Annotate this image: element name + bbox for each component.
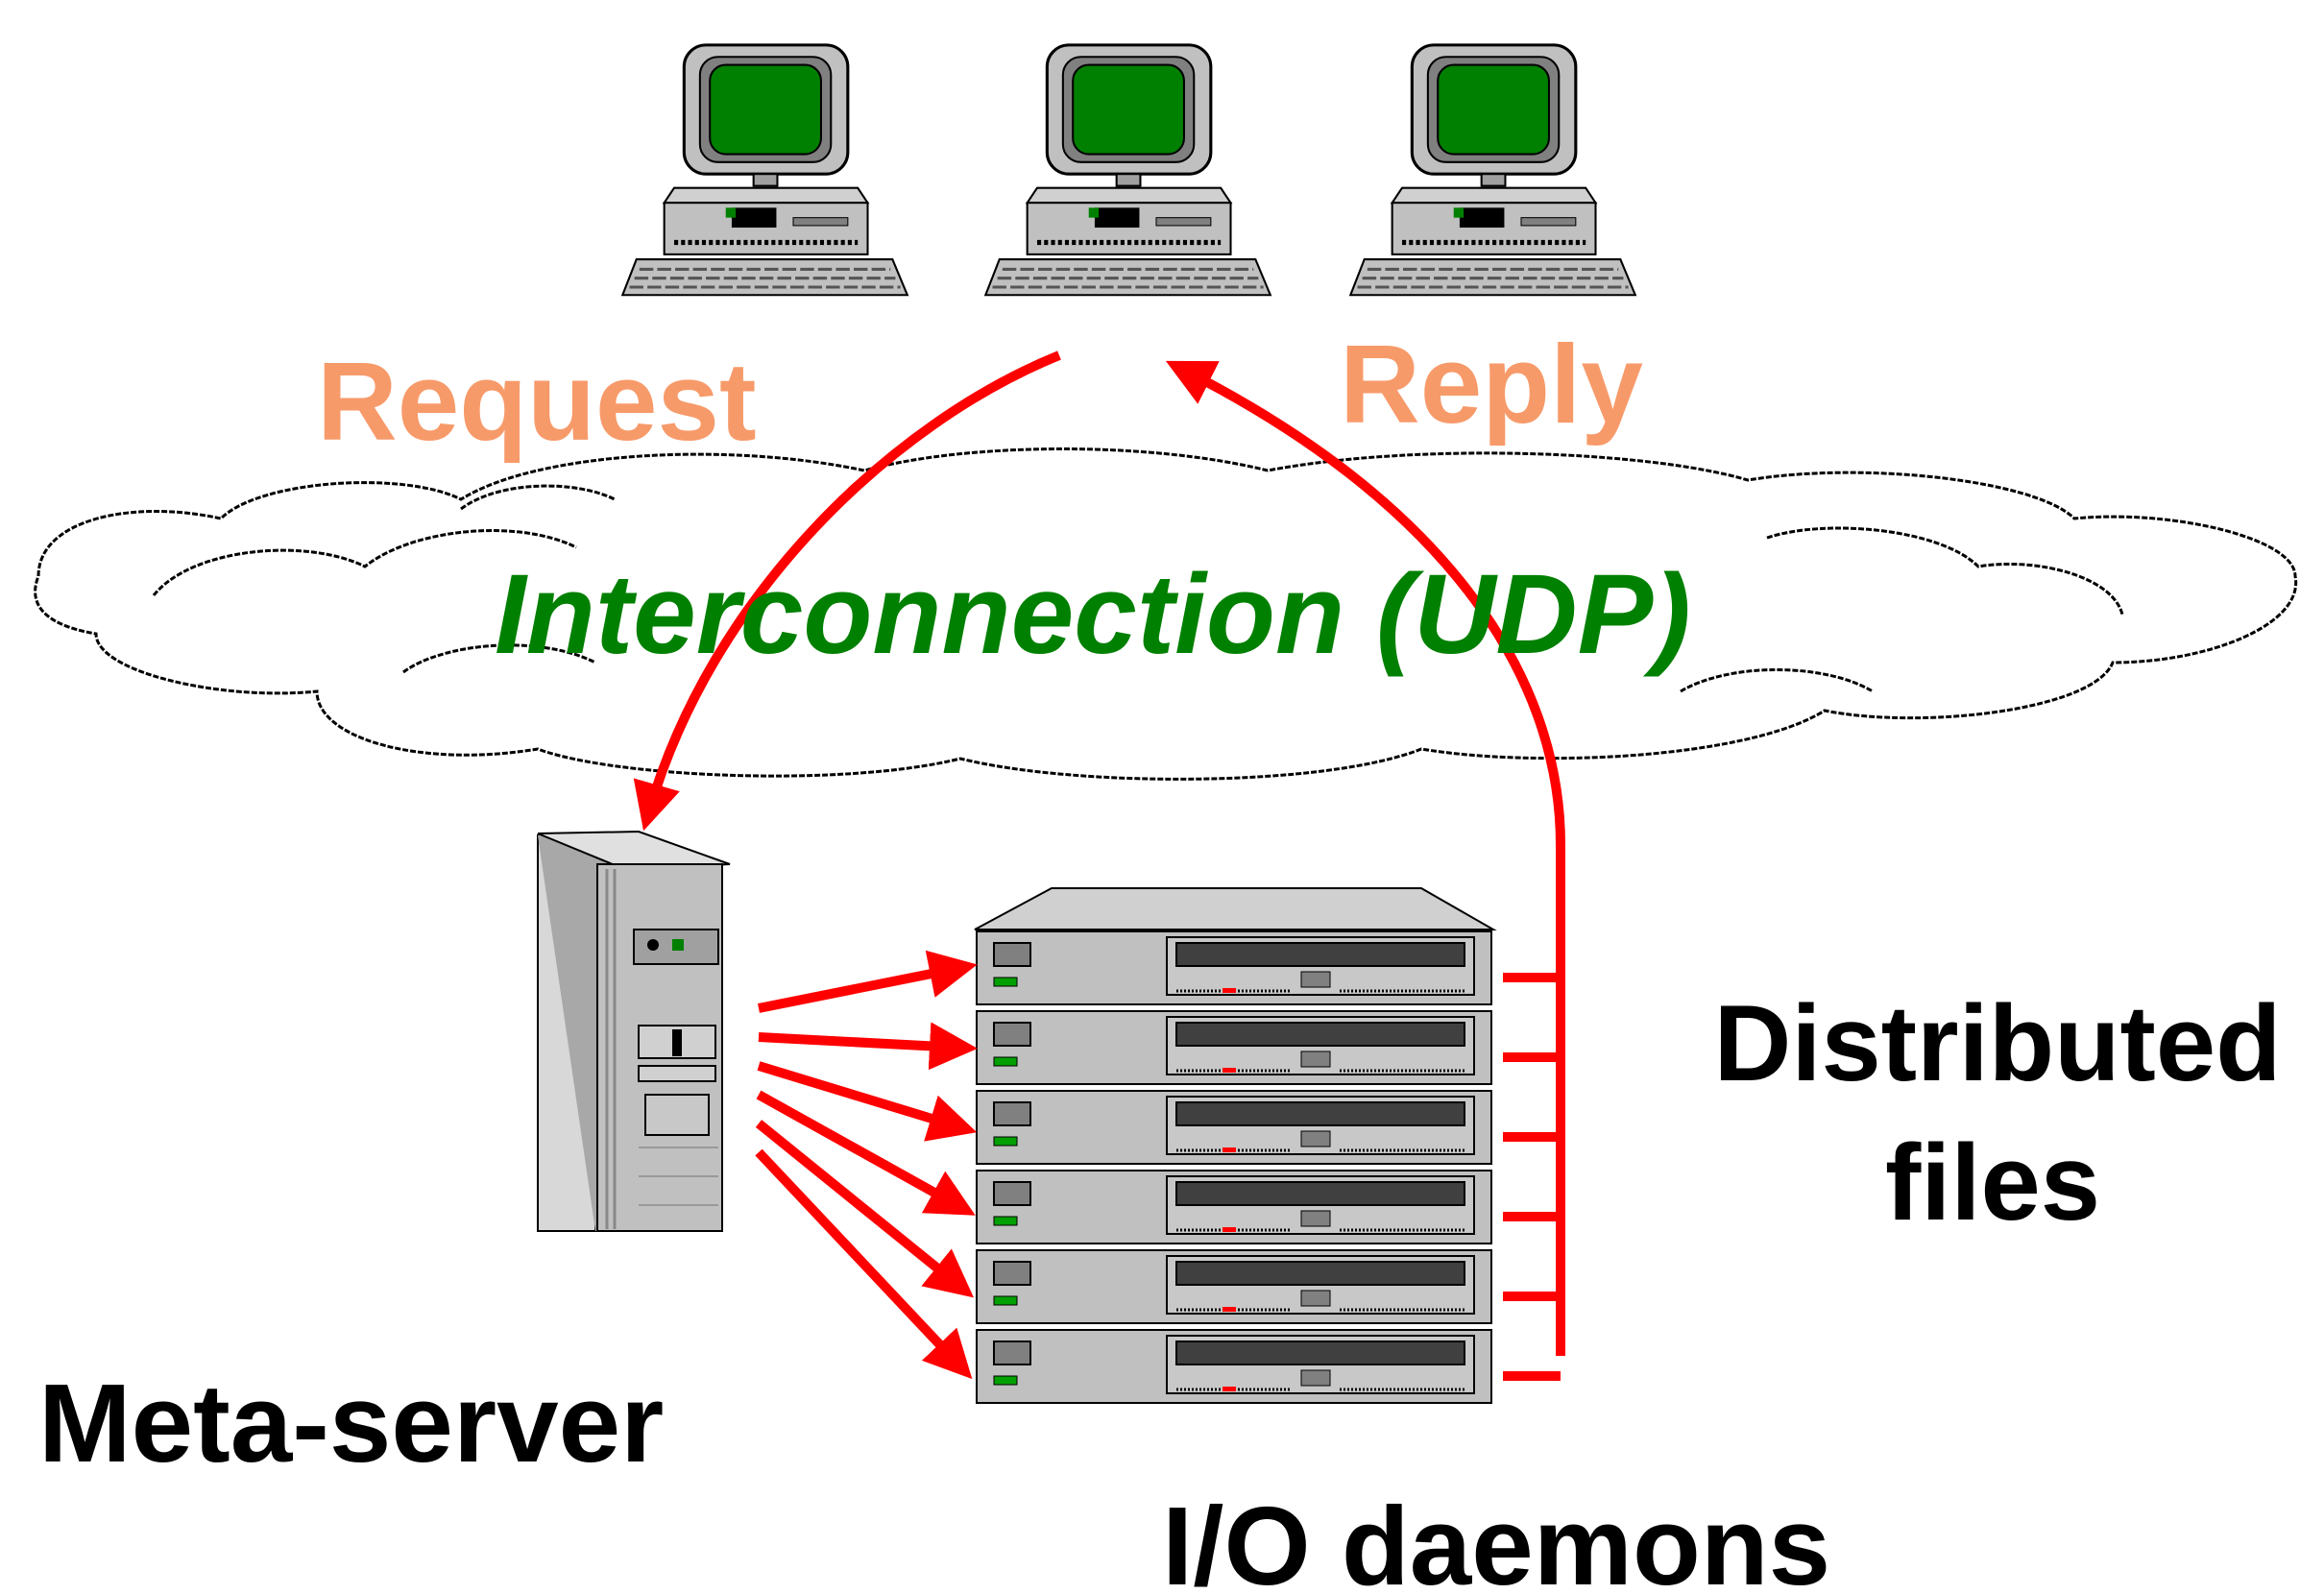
- distributed-files-label-line2: files: [1885, 1123, 2100, 1243]
- meta-server-arrow: [755, 1148, 973, 1380]
- request-label: Request: [317, 339, 757, 464]
- io-daemon-stack: [975, 930, 1493, 1405]
- tower-server-icon: [537, 830, 731, 1232]
- meta-server-arrow: [757, 1061, 978, 1142]
- meta-server-label: Meta-server: [38, 1361, 664, 1485]
- desktop-computer-icon: [622, 45, 908, 295]
- network-cloud-icon: [34, 447, 2298, 781]
- desktop-computer-icon: [1350, 45, 1635, 295]
- desktop-computer-icon: [985, 45, 1271, 295]
- meta-server-arrow: [755, 1120, 974, 1298]
- rack-server-icon: [975, 930, 1493, 1006]
- rack-top: [974, 887, 1497, 930]
- rack-server-icon: [975, 1089, 1493, 1166]
- rack-server-icon: [975, 1248, 1493, 1325]
- io-daemon-bus: [1503, 922, 1565, 1381]
- distributed-files-label-line1: Distributed: [1713, 983, 2281, 1103]
- request-arrow: [633, 350, 1061, 832]
- rack-server-icon: [975, 1009, 1493, 1086]
- meta-server-arrows: [755, 950, 978, 1380]
- rack-server-icon: [975, 1328, 1493, 1405]
- meta-server-arrow: [756, 1090, 976, 1216]
- rack-server-icon: [975, 1169, 1493, 1245]
- io-daemons-label: I/O daemons: [1162, 1484, 1830, 1594]
- client-computers: [622, 45, 1635, 295]
- meta-server-arrow: [758, 950, 978, 1013]
- reply-label: Reply: [1340, 322, 1643, 447]
- reply-arrow: [1165, 360, 1565, 922]
- meta-server-arrow: [758, 1022, 978, 1071]
- interconnection-label: Interconnection (UDP): [495, 551, 1691, 678]
